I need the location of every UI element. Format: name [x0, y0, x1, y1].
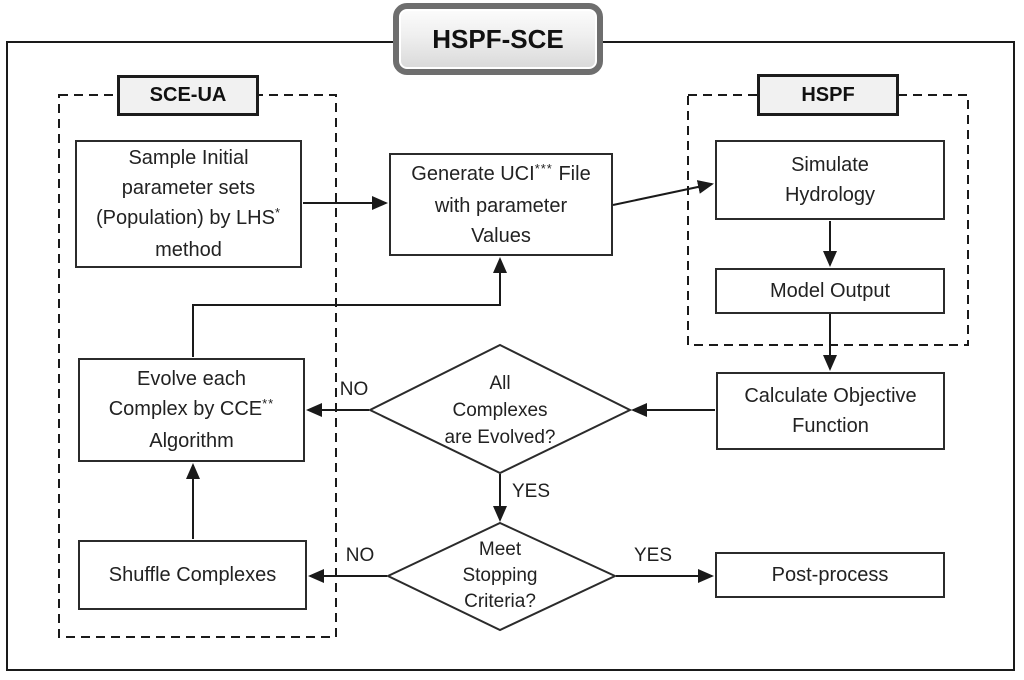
shuffle-label: Shuffle Complexes — [108, 564, 277, 586]
sample-line2: parameter sets — [121, 177, 256, 199]
post-process-label: Post-process — [771, 564, 889, 586]
sample-line4: method — [155, 239, 222, 261]
arrow-generate-to-simulate — [612, 180, 714, 206]
process-post-process: Post-process — [715, 552, 945, 598]
hspf-label: HSPF — [801, 83, 855, 106]
simulate-line2: Hydrology — [784, 184, 876, 206]
process-simulate-hydrology: Simulate Hydrology — [715, 140, 945, 220]
edge-label-yes-evolved: YES — [511, 481, 551, 502]
evolve-line2-text: Complex by CCE — [108, 398, 263, 420]
cce-asterisks: ** — [262, 396, 275, 411]
generate-line2: with parameter — [434, 194, 568, 217]
calc-line1: Calculate Objective — [744, 385, 917, 407]
edge-label-no-stopping: NO — [345, 545, 375, 566]
generate-line3: Values — [471, 224, 531, 247]
process-generate-uci-file: Generate UCI*** File with parameter Value… — [389, 153, 613, 256]
title-label: HSPF-SCE — [432, 23, 564, 54]
calc-line2: Function — [792, 415, 869, 437]
decision-all-complexes-evolved — [367, 343, 633, 475]
process-calculate-objective-function: Calculate Objective Function — [716, 372, 945, 450]
generate-line1-suffix: File — [558, 162, 591, 185]
generate-line1: Generate UCI*** File — [411, 159, 590, 191]
decision-meet-stopping-criteria — [385, 521, 618, 632]
sample-line3-text: (Population) by LHS — [95, 207, 275, 229]
evolve-line2: Complex by CCE** — [109, 394, 275, 426]
generate-line1-text: Generate UCI — [411, 162, 535, 185]
group-label-sce-ua: SCE-UA — [117, 75, 259, 116]
group-label-hspf: HSPF — [757, 74, 899, 116]
sample-lhs-asterisk: * — [274, 205, 282, 220]
process-shuffle-complexes: Shuffle Complexes — [78, 540, 307, 610]
evolve-line1: Evolve each — [137, 368, 246, 390]
arrow-evolve-to-generate-loop — [192, 257, 507, 357]
edge-label-yes-stopping: YES — [633, 545, 673, 566]
sample-line1: Sample Initial — [128, 147, 249, 169]
sample-line3: (Population) by LHS* — [96, 203, 281, 235]
process-evolve-complex-cce: Evolve each Complex by CCE** Algorithm — [78, 358, 305, 462]
process-model-output: Model Output — [715, 268, 945, 314]
uci-asterisks: *** — [534, 160, 553, 176]
process-sample-initial-parameters: Sample Initial parameter sets (Populatio… — [75, 140, 302, 268]
evolve-line3: Algorithm — [149, 430, 234, 452]
simulate-line1: Simulate — [791, 154, 869, 176]
model-output-label: Model Output — [769, 280, 891, 302]
title-box: HSPF-SCE — [393, 3, 603, 75]
sce-ua-label: SCE-UA — [149, 84, 227, 106]
edge-label-no-evolved: NO — [339, 379, 369, 400]
